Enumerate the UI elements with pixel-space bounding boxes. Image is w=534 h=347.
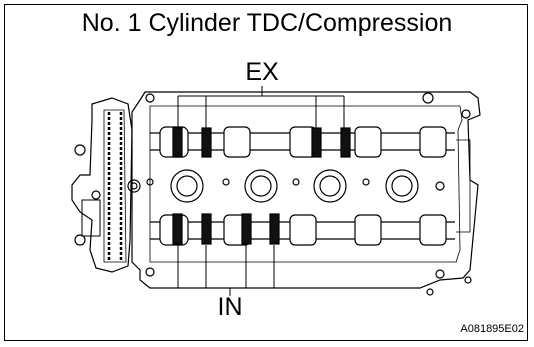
- exhaust-camshaft: [150, 126, 455, 158]
- in-indicator-lines: [177, 245, 275, 296]
- ex-indicator-lines: [177, 86, 345, 130]
- exhaust-label: EX: [245, 58, 279, 86]
- spark-plug-holes: [146, 169, 445, 203]
- figure-code: A081895E02: [460, 323, 524, 335]
- timing-chain: [71, 97, 141, 273]
- figure-title: No. 1 Cylinder TDC/Compression: [81, 9, 453, 37]
- figure-frame: [4, 4, 528, 341]
- intake-label: IN: [217, 293, 243, 321]
- mounting-bolts: [145, 92, 472, 296]
- in-marked-lobes: [172, 213, 280, 245]
- cylinder-head-outline: [131, 91, 481, 289]
- ex-marked-lobes: [172, 127, 351, 158]
- intake-camshaft: [150, 214, 455, 246]
